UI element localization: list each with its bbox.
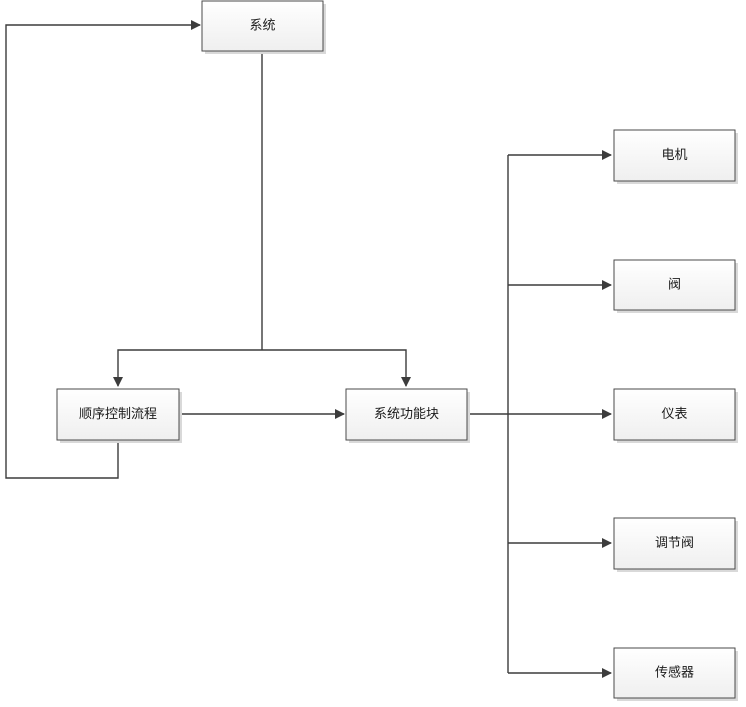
- connector-junction-to-sequence-control: [113, 349, 262, 387]
- node-valve: 阀: [613, 259, 738, 313]
- connector-junction-to-function-block: [262, 349, 411, 387]
- connector-sequence-control-feedback-to-system: [5, 20, 201, 479]
- node-valve-label: 阀: [668, 278, 681, 293]
- node-motor-box: [613, 129, 736, 182]
- node-control-valve-box: [613, 517, 736, 570]
- node-control-valve: 调节阀: [613, 517, 738, 572]
- node-motor: 电机: [613, 129, 738, 184]
- node-motor-label: 电机: [661, 148, 687, 163]
- node-sequence-control-label: 顺序控制流程: [79, 407, 157, 422]
- node-sensor-label: 传感器: [655, 665, 694, 681]
- node-function-block-label: 系统功能块: [374, 407, 439, 422]
- node-control-valve-label: 调节阀: [655, 536, 694, 551]
- node-function-block: 系统功能块: [345, 388, 470, 443]
- node-valve-box: [613, 259, 736, 311]
- node-system: 系统: [201, 0, 326, 54]
- node-sequence-control: 顺序控制流程: [56, 388, 182, 443]
- node-system-label: 系统: [249, 19, 275, 34]
- node-instrument-label: 仪表: [661, 407, 687, 422]
- node-sensor-box: [613, 647, 736, 699]
- node-sensor: 传感器: [613, 647, 738, 701]
- node-instrument-box: [613, 388, 736, 441]
- node-sequence-control-box: [56, 388, 180, 441]
- node-function-block-box: [345, 388, 468, 441]
- node-system-box: [201, 0, 324, 52]
- node-instrument: 仪表: [613, 388, 738, 443]
- connectors: [5, 20, 612, 678]
